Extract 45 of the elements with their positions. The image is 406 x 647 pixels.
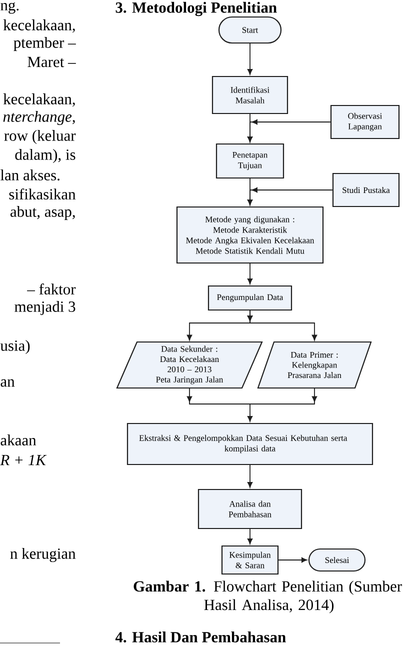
- text-line: menjadi 3: [14, 300, 76, 316]
- formula-text: R + 1K: [0, 454, 47, 466]
- text-line: ng.: [0, 2, 19, 14]
- arrow: [186, 388, 250, 404]
- figure-caption: Gambar 1. Flowchart Penelitian (Sumber Hasil Analisa, 2014): [134, 580, 402, 614]
- arrow: [247, 528, 253, 544]
- text-line: lan akses.: [0, 170, 60, 180]
- text-line: Maret –: [28, 56, 76, 68]
- arrow: [247, 187, 333, 206]
- text-line: abut, asap,: [10, 206, 75, 220]
- process-box: Penetapan Tujuan: [216, 143, 284, 179]
- arrow: [247, 464, 253, 488]
- rounded-terminal: Selesai: [308, 548, 366, 572]
- section-heading: 3. Metodologi Penelitian: [116, 2, 277, 16]
- process-box: Observasi Lapangan: [330, 104, 400, 140]
- arrow: [278, 557, 308, 563]
- text-line: an: [0, 379, 15, 387]
- process-box: Identifikasi Masalah: [212, 76, 288, 114]
- text-line: sifikasikan: [9, 188, 76, 200]
- text-line: ptember –: [14, 36, 76, 52]
- text-line: row (keluar: [4, 130, 76, 144]
- data-parallelogram: Data Primer : Kelengkapan Prasarana Jalan: [257, 341, 372, 389]
- arrow: [247, 263, 253, 284]
- text-line: n kerugian: [10, 548, 76, 562]
- rounded-terminal: Start: [218, 16, 282, 44]
- process-box: Metode yang digunakan : Metode Karakteristik Metode Angka Ekivalen Kecelakaan Metode Statistik Kendali Mutu: [176, 206, 324, 264]
- process-box: Studi Pustaka: [332, 172, 400, 208]
- text-line: – faktor: [27, 283, 76, 295]
- data-parallelogram: Data Sekunder : Data Kecelakaan 2010 – 2013 Peta Jaringan Jalan: [116, 341, 263, 389]
- text-line: dalam), is: [15, 148, 76, 164]
- text-line: kecelakaan,: [3, 93, 75, 107]
- arrow: [247, 43, 253, 75]
- text-line: akaan: [0, 434, 36, 446]
- arrow: [247, 119, 331, 142]
- text-line: nterchange,: [3, 110, 75, 126]
- text-line: usia): [0, 340, 30, 354]
- arrow: [247, 404, 253, 422]
- process-box: Ekstraksi & Pengelompokkan Data Sesuai Kebutuhan serta kompilasi data: [126, 422, 374, 466]
- process-box: Pengumpulan Data: [208, 285, 292, 311]
- section-heading: 4. Hasil Dan Pembahasan: [115, 632, 286, 642]
- process-box: Analisa dan Pembahasan: [198, 488, 302, 530]
- arrow: [250, 388, 318, 404]
- process-box: Kesimpulan & Saran: [221, 545, 279, 575]
- arrow: [247, 310, 318, 341]
- text-line: kecelakaan,: [3, 19, 75, 33]
